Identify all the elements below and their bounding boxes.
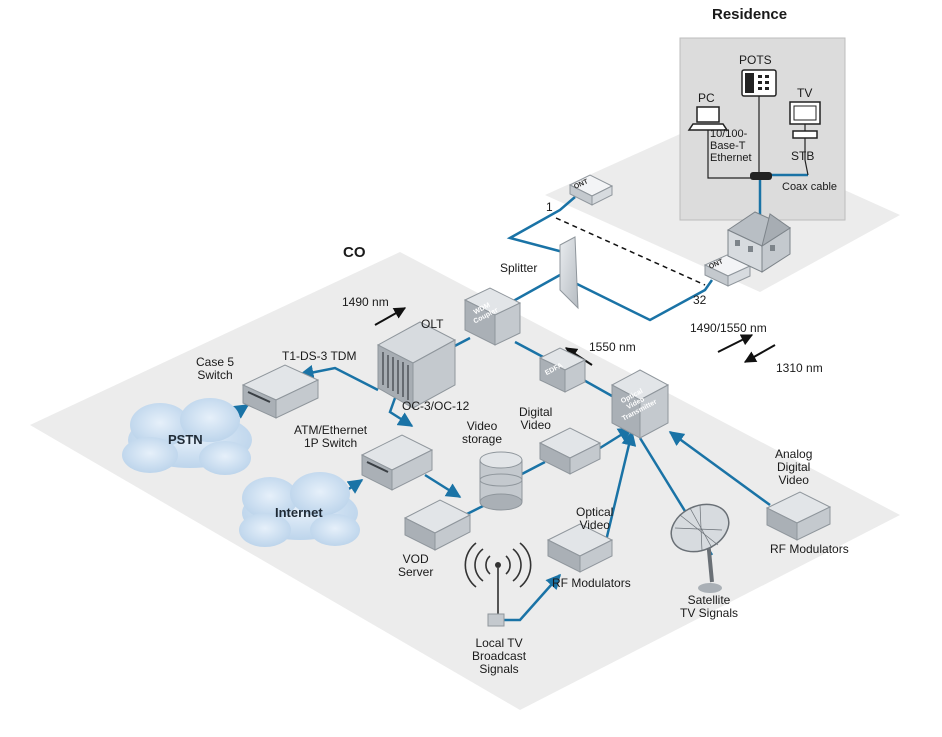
case5-line-1: Case 5	[196, 355, 235, 369]
pc-label: PC	[698, 91, 715, 105]
olt-label: OLT	[421, 317, 444, 331]
wdm-coupler-device	[463, 287, 522, 346]
pots-label: POTS	[739, 53, 772, 67]
wavelength-1310-label: 1310 nm	[776, 361, 823, 375]
video-storage-line-1: Video	[466, 419, 498, 433]
wavelength-1490-label: 1490 nm	[342, 295, 389, 309]
olt-device	[376, 321, 457, 409]
fiber-storage-digital	[519, 460, 546, 477]
ethernet-line-1: 10/100-	[710, 128, 748, 140]
atm-switch-device	[360, 434, 434, 491]
edfa-device	[538, 347, 587, 393]
splitter-dashed-line	[555, 217, 706, 286]
vod-server-label: VOD Server	[398, 553, 433, 579]
broadcast-antenna	[464, 542, 532, 627]
rf-modulators-left-device	[546, 523, 614, 573]
atm-line-1: ATM/Ethernet	[294, 423, 368, 437]
fiber-antenna-rf-left	[500, 573, 561, 622]
residence-title: Residence	[712, 6, 788, 23]
fiber-olt-case5	[298, 364, 379, 392]
internet-cloud	[239, 472, 360, 547]
t1-tdm-label: T1-DS-3 TDM	[282, 349, 357, 363]
wavelength-combined-label: 1490/1550 nm	[690, 321, 767, 335]
analog-digital-video-label: Analog Digital Video	[775, 448, 812, 487]
co-title: CO	[343, 244, 366, 261]
optical-video-line-1: Optical	[576, 505, 614, 519]
arrow-1490-down	[374, 307, 407, 326]
fiber-olt-atm	[388, 397, 414, 428]
fiber-optical-ovt	[603, 430, 637, 546]
atm-line-2: 1P Switch	[304, 436, 358, 450]
fiber-atm-vod	[424, 473, 462, 499]
video-storage-cylinder	[479, 451, 523, 511]
satellite-line-2: TV Signals	[680, 606, 739, 620]
optical-video-line-2: Video	[579, 518, 610, 532]
wavelength-1550-label: 1550 nm	[589, 340, 636, 354]
optical-video-transmitter-device	[610, 369, 670, 439]
ethernet-line-2: Base-T	[710, 140, 746, 152]
optical-video-label: Optical Video	[576, 506, 613, 532]
digital-video-line-2: Video	[520, 418, 551, 432]
atm-switch-label: ATM/Ethernet 1P Switch	[294, 424, 367, 450]
local-tv-line-3: Signals	[479, 662, 519, 676]
satellite-label: Satellite TV Signals	[680, 594, 738, 620]
arrow-1550-up	[564, 347, 593, 366]
adv-line-1: Analog	[775, 447, 813, 461]
fiber-analog-ovt	[668, 430, 771, 507]
ethernet-line-3: Ethernet	[710, 152, 752, 164]
splitter-shape	[559, 236, 579, 310]
vod-server-device	[403, 499, 472, 551]
fiber-splitter-ont-top	[506, 196, 576, 254]
fiber-splitter-ont-bottom	[572, 279, 714, 322]
coax-label: Coax cable	[782, 181, 838, 193]
adv-line-2: Digital	[777, 460, 811, 474]
house	[726, 211, 792, 273]
splitter-label: Splitter	[500, 261, 538, 275]
local-tv-line-2: Broadcast	[472, 649, 527, 663]
oc-label: OC-3/OC-12	[402, 399, 470, 413]
pstn-cloud	[122, 398, 252, 475]
case5-line-2: Switch	[197, 368, 233, 382]
digital-video-device	[538, 427, 602, 475]
ont-bottom	[703, 254, 752, 287]
arrow-1310	[743, 344, 776, 363]
fiber-wdm-edfa	[514, 340, 546, 360]
splitter-port-first: 1	[546, 200, 553, 214]
vod-line-2: Server	[398, 565, 434, 579]
local-tv-line-1: Local TV	[475, 636, 523, 650]
ont-top	[568, 174, 614, 206]
satellite-line-1: Satellite	[687, 593, 731, 607]
video-storage-line-2: storage	[462, 432, 503, 446]
digital-video-line-1: Digital	[519, 405, 553, 419]
co-platform	[30, 252, 900, 710]
digital-video-label: Digital Video	[519, 406, 552, 432]
rf-modulators-left-label: RF Modulators	[552, 576, 631, 590]
arrow-combined	[717, 334, 754, 353]
satellite-dish	[670, 503, 730, 593]
internet-label: Internet	[275, 505, 323, 520]
rf-modulators-right-label: RF Modulators	[770, 542, 849, 556]
case5-switch-device	[241, 364, 320, 419]
vod-line-1: VOD	[402, 552, 429, 566]
video-storage-label: Video storage	[462, 420, 502, 446]
stb-label: STB	[791, 149, 815, 163]
local-tv-label: Local TV Broadcast Signals	[472, 637, 526, 676]
rf-modulators-right-device	[765, 491, 832, 541]
case5-switch-label: Case 5 Switch	[196, 356, 234, 382]
splitter-port-last: 32	[693, 293, 707, 307]
residence-devices	[687, 69, 821, 180]
tv-label: TV	[797, 86, 813, 100]
ethernet-label: 10/100- Base-T Ethernet	[710, 128, 752, 164]
pstn-label: PSTN	[168, 432, 203, 447]
adv-line-3: Video	[778, 473, 809, 487]
